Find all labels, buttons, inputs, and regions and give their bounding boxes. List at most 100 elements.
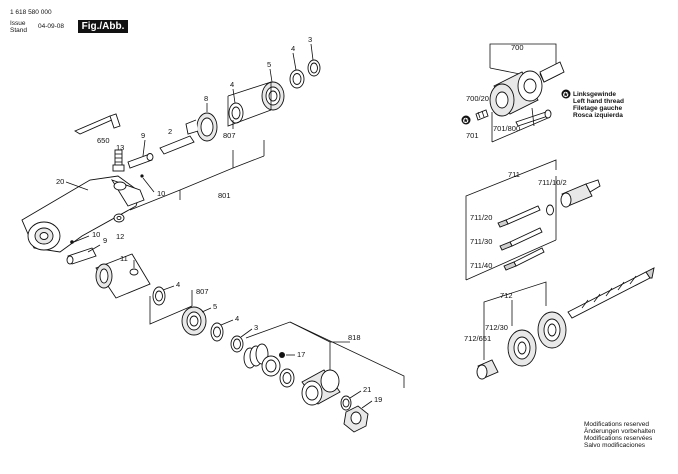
thread-legend-line-1: Linksgewinde — [573, 91, 616, 98]
ball-17 — [279, 352, 285, 358]
thread-legend-line-4: Rosca izquierda — [573, 112, 623, 119]
circlip-3-lower — [230, 335, 244, 353]
callout-711-20: 711/20 — [470, 213, 492, 222]
shim-4-lower-a — [152, 286, 166, 306]
sleeve-ring — [261, 355, 281, 377]
callout-12: 12 — [116, 232, 124, 241]
washer-12 — [113, 213, 125, 223]
callout-818: 818 — [348, 333, 361, 342]
callout-19: 19 — [374, 395, 382, 404]
callout-9a: 9 — [141, 131, 145, 140]
toothed-ring-712-30 — [507, 329, 537, 367]
callout-5b: 5 — [213, 302, 217, 311]
stand-label: Stand — [10, 27, 27, 34]
callout-650: 650 — [97, 136, 110, 145]
chuck-screw-700-20 — [475, 109, 489, 121]
bracket-818 — [245, 321, 405, 388]
figure-label: Fig./Abb. 1 — [78, 20, 128, 45]
callout-4d: 4 — [235, 314, 239, 323]
svg-text:✪: ✪ — [463, 117, 469, 125]
ball-10-lower — [70, 240, 74, 244]
bracket-712 — [483, 281, 547, 360]
bracket-807-upper — [227, 81, 272, 127]
bracket-711 — [465, 159, 557, 281]
shim-4-upper — [228, 102, 244, 124]
callout-10b: 10 — [92, 230, 100, 239]
thread-legend-line-2: Left hand thread — [573, 98, 624, 105]
callout-712-651: 712/651 — [464, 334, 491, 343]
bearing-5-lower — [181, 306, 207, 336]
callout-711-30: 711/30 — [470, 237, 492, 246]
circlip-21 — [340, 395, 352, 411]
left-hand-thread-legend-icon — [561, 89, 571, 99]
shim-4-upper-right — [289, 69, 305, 89]
modifications-notice: Modifications reserved Änderungen vorbeh… — [584, 421, 655, 449]
bevel-gear-8 — [185, 112, 218, 142]
callout-701-800: 701/800 — [493, 124, 520, 133]
shim-4-lower-b — [210, 322, 224, 342]
callout-20: 20 — [56, 177, 64, 186]
callout-700-20: 700/20 — [466, 94, 489, 103]
callout-807b: 807 — [196, 287, 209, 296]
bit-holder-711-10-2 — [560, 179, 601, 208]
bracket-807-lower — [149, 290, 193, 325]
callout-13: 13 — [116, 143, 124, 152]
collar-712 — [537, 311, 567, 349]
ball-10-upper — [140, 174, 144, 178]
callout-701: 701 — [466, 131, 479, 140]
modifications-line-3: Modifications reservées — [584, 435, 653, 442]
chuck-arbor — [539, 61, 565, 83]
callout-9b: 9 — [103, 236, 107, 245]
callout-17: 17 — [297, 350, 305, 359]
issue-date: 04-09-08 — [38, 23, 65, 30]
spindle-9-lower — [66, 247, 97, 265]
modifications-line-2: Änderungen vorbehalten — [584, 428, 656, 435]
callout-10a: 10 — [157, 189, 165, 198]
pin-2 — [159, 135, 195, 155]
callout-4b: 4 — [291, 44, 295, 53]
callout-711-40: 711/40 — [470, 261, 492, 270]
callout-807a: 807 — [223, 131, 236, 140]
callout-700: 700 — [511, 43, 524, 52]
callout-11: 11 — [120, 254, 128, 263]
callout-4c: 4 — [176, 280, 180, 289]
allen-key-650 — [74, 113, 121, 135]
callout-21: 21 — [363, 385, 371, 394]
adapter-712-651 — [476, 359, 499, 380]
doc-number: 1 618 580 000 — [10, 9, 52, 16]
callout-711: 711 — [508, 170, 520, 179]
callout-712: 712 — [500, 291, 513, 300]
callout-8: 8 — [204, 94, 208, 103]
callout-711-10-2: 711/10/2 — [538, 178, 567, 187]
quick-change-sleeve — [301, 369, 341, 406]
callout-801: 801 — [218, 191, 231, 200]
retaining-ring — [279, 368, 295, 388]
screwdriver-bit-711-30 — [499, 227, 543, 251]
bit-holder-ring — [546, 204, 554, 216]
chuck-key-701 — [515, 107, 552, 127]
issue-label: Issue — [10, 20, 26, 27]
modifications-line-1: Modifications reserved — [584, 421, 650, 428]
circlip-3-upper — [307, 59, 321, 77]
bracket-701-800 — [491, 112, 549, 143]
masonry-drill-bit — [567, 267, 655, 319]
left-hand-thread-icon: ✪ — [461, 115, 471, 125]
svg-text:✪: ✪ — [563, 91, 569, 99]
bearing-5-upper — [261, 81, 285, 111]
callout-3b: 3 — [254, 323, 258, 332]
screw-13 — [112, 149, 125, 172]
modifications-line-4: Salvo modificaciones — [584, 442, 646, 449]
callout-2: 2 — [168, 127, 172, 136]
thread-legend-line-3: Filetage gauche — [573, 105, 623, 112]
spindle-9-upper — [127, 153, 154, 169]
callout-712-30: 712/30 — [485, 323, 508, 332]
screwdriver-bit-711-40 — [503, 247, 545, 271]
angle-head-housing-20 — [21, 175, 145, 253]
callout-3a: 3 — [308, 35, 312, 44]
bracket-801 — [129, 140, 265, 211]
nut-19 — [343, 405, 369, 433]
callout-5a: 5 — [267, 60, 271, 69]
drive-spindle-11 — [95, 253, 151, 299]
callout-4a: 4 — [230, 80, 234, 89]
